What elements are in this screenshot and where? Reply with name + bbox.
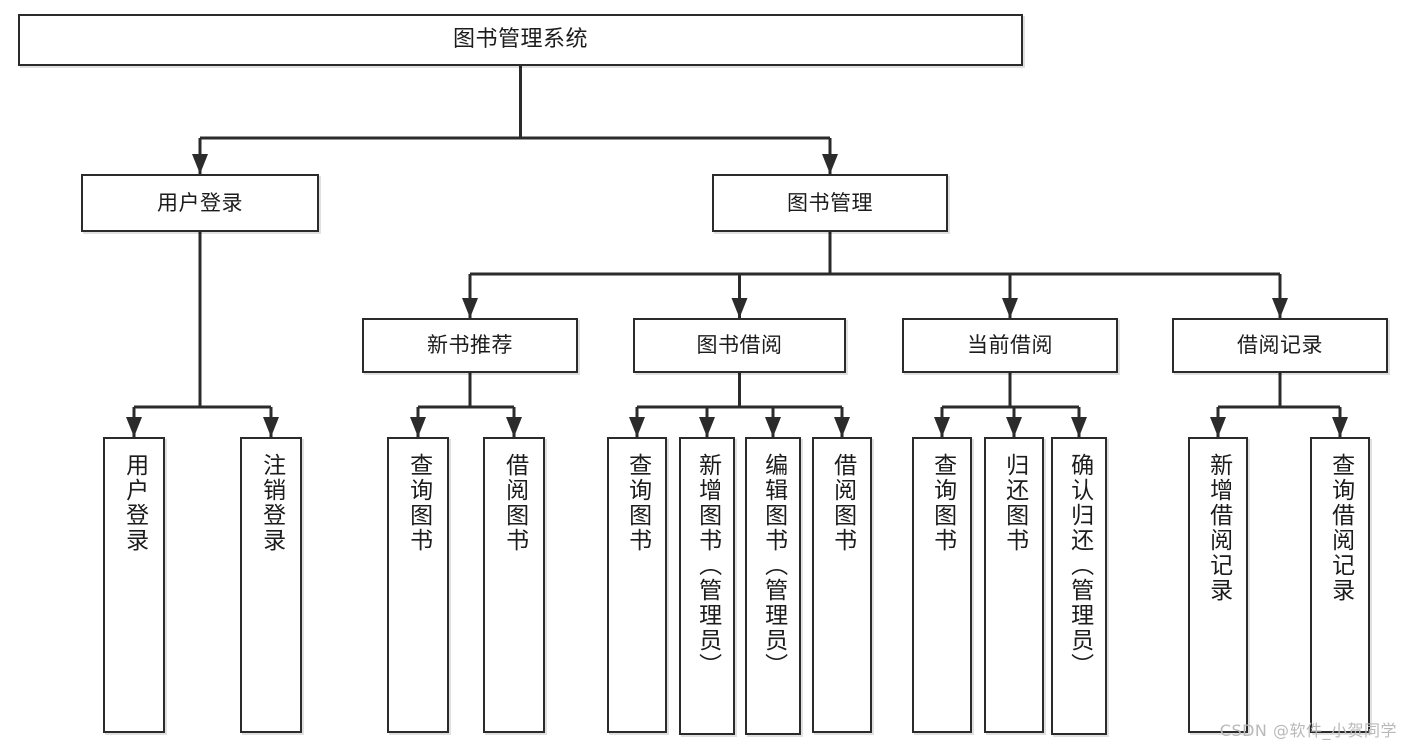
arrow-head-icon [1002,298,1018,318]
node-user-login[interactable]: 用户登录 [81,174,319,232]
arrow-head-icon [699,417,715,437]
node-new-book-rec[interactable]: 新书推荐 [362,318,578,373]
arrow-head-icon [263,417,279,437]
node-leaf-confirm[interactable]: 确认归还（管理员） [1051,437,1107,735]
node-label: 查询图书 [624,453,651,553]
node-label: 图书管理系统 [452,27,588,53]
node-leaf-user-login[interactable]: 用户登录 [103,437,165,733]
arrow-head-icon [192,154,208,174]
node-label: 借阅图书 [501,453,528,553]
node-leaf-query-rec[interactable]: 查询借阅记录 [1310,437,1370,733]
node-borrow-record[interactable]: 借阅记录 [1172,318,1388,373]
arrow-head-icon [1332,417,1348,437]
node-leaf-borrow-2[interactable]: 借阅图书 [812,437,872,733]
node-leaf-add-rec[interactable]: 新增借阅记录 [1188,437,1248,733]
arrow-head-icon [934,417,950,437]
node-leaf-query-1[interactable]: 查询图书 [387,437,449,733]
node-label: 查询图书 [929,453,956,553]
node-label: 图书管理 [787,190,873,215]
node-label: 确认归还（管理员） [1066,453,1093,678]
node-leaf-edit-book[interactable]: 编辑图书（管理员） [745,437,801,735]
arrow-head-icon [1006,417,1022,437]
arrow-head-icon [506,417,522,437]
node-label: 当前借阅 [967,333,1053,358]
node-label: 图书借阅 [696,333,783,358]
node-leaf-logout[interactable]: 注销登录 [240,437,302,733]
arrow-head-icon [462,298,478,318]
arrow-head-icon [822,154,838,174]
node-root[interactable]: 图书管理系统 [18,14,1023,66]
node-label: 新增图书（管理员） [694,453,721,678]
node-book-manage[interactable]: 图书管理 [712,174,948,232]
arrow-head-icon [410,417,426,437]
node-leaf-return[interactable]: 归还图书 [984,437,1044,733]
arrow-head-icon [629,417,645,437]
node-leaf-borrow-1[interactable]: 借阅图书 [483,437,545,733]
arrow-head-icon [1272,298,1288,318]
arrow-head-icon [834,417,850,437]
node-label: 用户登录 [157,190,243,215]
arrow-head-icon [765,417,781,437]
node-leaf-query-2[interactable]: 查询图书 [607,437,667,733]
node-book-borrow[interactable]: 图书借阅 [633,318,846,373]
node-label: 编辑图书（管理员） [760,453,787,678]
node-leaf-add-book[interactable]: 新增图书（管理员） [679,437,735,735]
node-label: 借阅记录 [1237,333,1323,358]
node-label: 用户登录 [121,453,148,553]
node-leaf-query-3[interactable]: 查询图书 [912,437,972,733]
node-label: 新书推荐 [427,333,513,358]
arrow-head-icon [1071,417,1087,437]
arrow-head-icon [126,417,142,437]
node-label: 查询图书 [405,453,432,553]
arrow-head-icon [1210,417,1226,437]
arrow-head-icon [731,298,748,318]
node-label: 借阅图书 [829,453,856,553]
node-label: 归还图书 [1001,453,1028,553]
node-label: 查询借阅记录 [1327,453,1354,603]
node-current-borrow[interactable]: 当前借阅 [902,318,1118,373]
node-label: 新增借阅记录 [1205,453,1232,603]
node-label: 注销登录 [258,453,285,553]
